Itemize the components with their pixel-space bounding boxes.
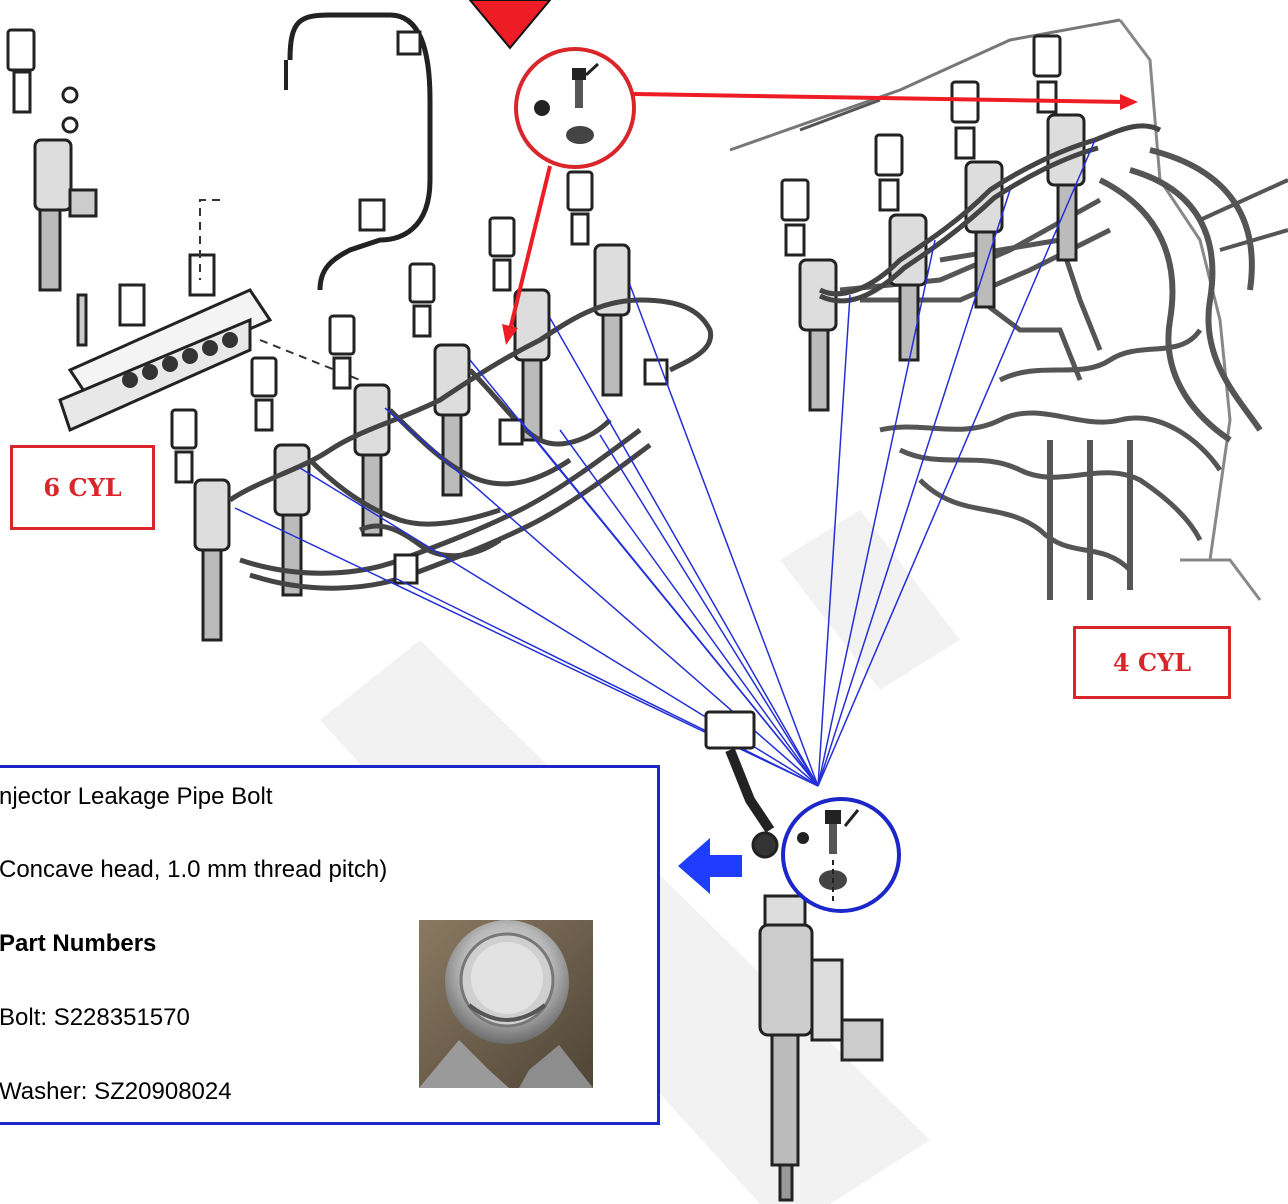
- six-cyl-label-text: 6 CYL: [43, 473, 122, 502]
- info-subtitle: Concave head, 1.0 mm thread pitch): [0, 856, 388, 883]
- pointer-arrow-blue: [678, 838, 742, 894]
- bottom-detail-injector: [704, 710, 884, 1202]
- six-cyl-clips: [393, 358, 669, 585]
- six-cyl-injectors: [170, 170, 631, 642]
- red-indicator-top: [468, 0, 552, 50]
- rail-ports: [122, 332, 238, 388]
- red-arrows: [502, 92, 1138, 345]
- bolt-callout-top: [514, 47, 636, 169]
- bolt-part-number: Bolt: S228351570: [0, 1004, 190, 1031]
- bolt-photo: [419, 920, 593, 1088]
- part-info-box: njector Leakage Pipe Bolt Concave head, …: [0, 765, 660, 1125]
- detail-injector-topleft: [6, 28, 98, 347]
- six-cyl-label: 6 CYL: [10, 445, 155, 530]
- washer-part-number: Washer: SZ20908024: [0, 1078, 232, 1105]
- four-cyl-label: 4 CYL: [1073, 626, 1231, 699]
- four-cyl-leak-pipe: [818, 123, 1162, 304]
- four-cyl-injectors: [780, 34, 1086, 412]
- four-cyl-label-text: 4 CYL: [1112, 648, 1192, 677]
- info-title: njector Leakage Pipe Bolt: [0, 783, 273, 810]
- fuel-rail-and-hose: [58, 12, 433, 433]
- bolt-detail-callout: [781, 797, 901, 913]
- part-numbers-heading: Part Numbers: [0, 930, 157, 957]
